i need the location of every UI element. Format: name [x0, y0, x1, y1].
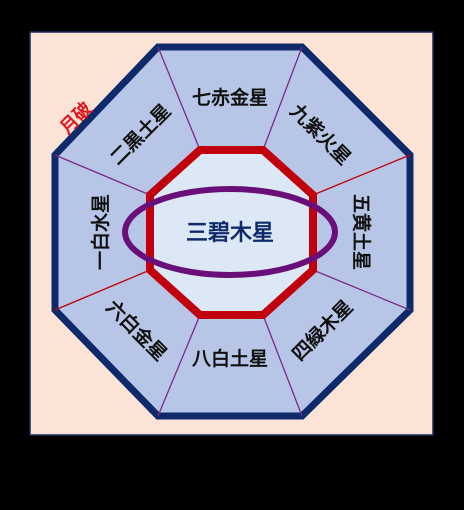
divider-left-upper — [54, 154, 151, 196]
divider-top-right — [262, 46, 303, 151]
divider-bottom-left — [157, 314, 201, 417]
segment-top: 七赤金星 — [192, 86, 268, 109]
segment-bottom: 八白土星 — [192, 347, 268, 370]
center-ellipse — [122, 186, 338, 278]
sector-dividers — [54, 46, 411, 417]
segment-left: 一白水星 — [89, 194, 112, 270]
divider-bottom-right — [262, 314, 303, 417]
divider-right-lower — [312, 269, 411, 311]
divider-left-lower — [54, 269, 151, 311]
center-label: 三碧木星 — [186, 220, 274, 246]
divider-top-left — [157, 46, 201, 151]
segment-right: 五黄土星 — [350, 194, 373, 270]
divider-right-upper — [312, 154, 411, 196]
